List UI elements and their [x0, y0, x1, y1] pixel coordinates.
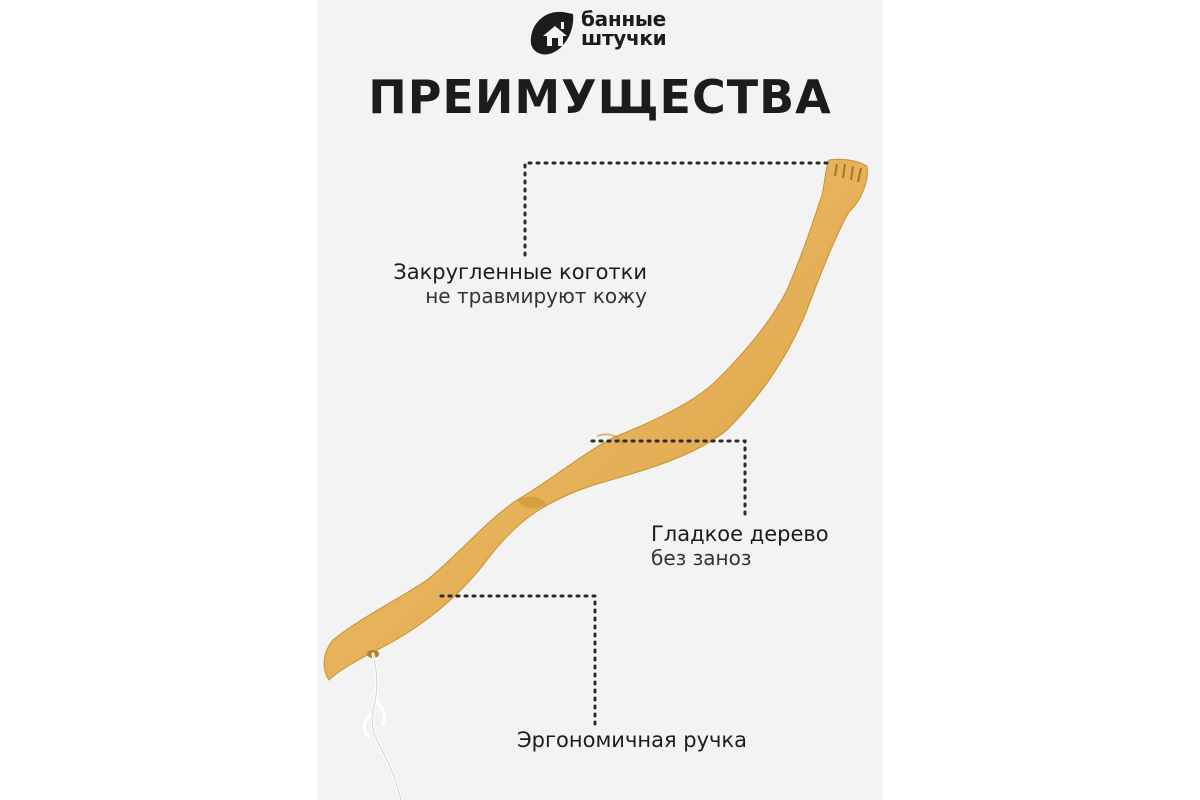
feature-wood-title: Гладкое дерево: [651, 522, 829, 546]
page-title: ПРЕИМУЩЕСТВА: [368, 70, 832, 124]
callout-lines: [439, 161, 829, 726]
brand-line-2: штучки: [581, 26, 667, 50]
feature-claws-desc: не травмируют кожу: [425, 284, 647, 308]
callout-line-handle: [439, 594, 597, 726]
callout-line-wood: [590, 439, 747, 522]
feature-wood-desc: без заноз: [651, 546, 752, 570]
scratcher-claws: [834, 163, 862, 183]
scratcher-body: [323, 158, 868, 681]
brand-line-1: банные: [581, 7, 666, 31]
callout-line-claws: [523, 161, 829, 260]
feature-handle-title: Эргономичная ручка: [517, 728, 747, 752]
brand-name: банные штучки: [581, 7, 667, 50]
leaf-house-icon: [530, 11, 574, 55]
feature-handle: Эргономичная ручка: [517, 728, 797, 752]
feature-claws: Закругленные коготки не травмируют кожу: [391, 260, 647, 308]
product-image: [323, 158, 868, 800]
brand-logo: [530, 11, 574, 55]
feature-wood: Гладкое дерево без заноз: [651, 522, 871, 570]
product-card: банные штучки ПРЕИМУЩЕСТВА: [317, 0, 883, 800]
feature-claws-title: Закругленные коготки: [393, 260, 647, 284]
